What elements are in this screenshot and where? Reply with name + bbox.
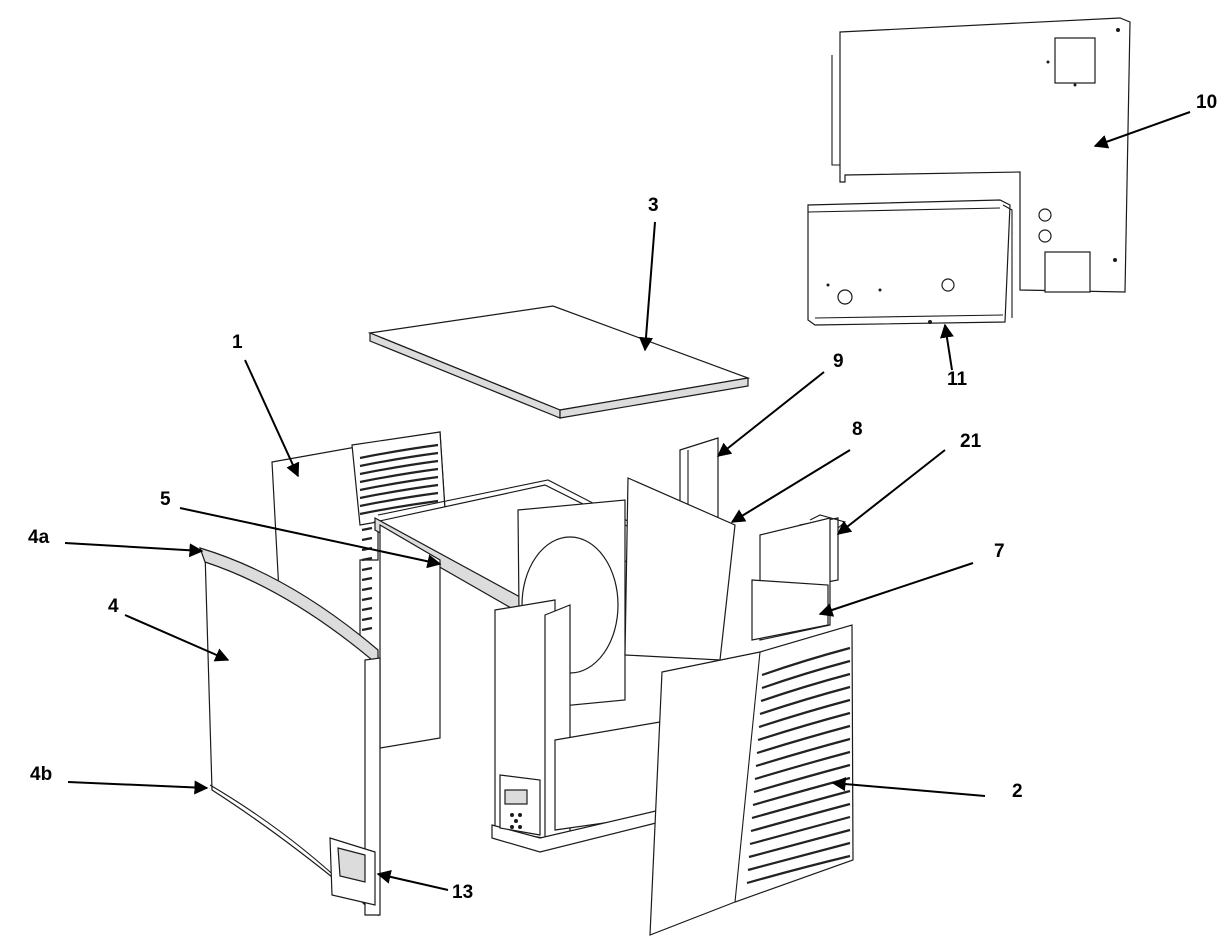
callout-label-21: 21 (960, 431, 982, 452)
callout-label-1: 1 (232, 332, 243, 353)
part-3-top-cover (367, 305, 751, 419)
callout-label-7: 7 (994, 541, 1005, 562)
callout-label-10: 10 (1196, 92, 1218, 113)
leader-lines (64, 111, 1191, 891)
callout-label-9: 9 (833, 351, 844, 372)
callout-label-4b: 4b (30, 764, 53, 785)
part-5-frame (373, 479, 725, 853)
part-1-left-side-panel (271, 431, 446, 649)
part-11-lower-panel (807, 199, 1013, 326)
callout-label-5: 5 (160, 489, 171, 510)
part-2-right-side-panel (649, 624, 854, 936)
callout-label-11: 11 (947, 369, 968, 390)
callout-label-3: 3 (648, 195, 659, 216)
part-10-rear-panel (831, 17, 1131, 293)
part-7-side-bracket (751, 517, 831, 641)
callout-label-4a: 4a (28, 527, 50, 548)
callout-label-2: 2 (1012, 781, 1023, 802)
callout-label-8: 8 (852, 419, 863, 440)
part-4-front-door (199, 547, 381, 917)
callout-label-13: 13 (452, 882, 474, 903)
callout-label-4: 4 (108, 596, 119, 617)
